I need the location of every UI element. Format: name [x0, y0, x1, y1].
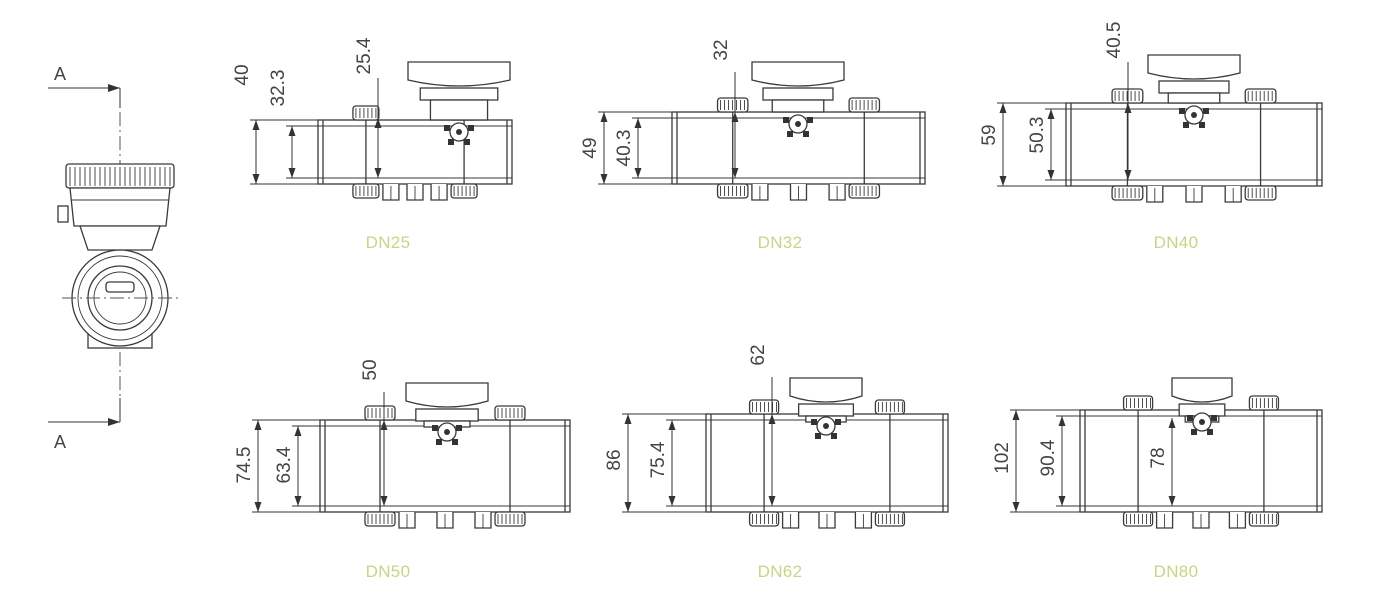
section-label-top: A: [54, 64, 66, 84]
view-caption-dn80: DN80: [1153, 562, 1199, 581]
pipe-body: [317, 119, 513, 185]
section-marker-top: A: [48, 64, 121, 108]
dim-inner-height: 25.4: [354, 37, 375, 74]
pipe-view-dn25: 40 32.3 25.4: [232, 37, 513, 201]
pipe-view-dn62: 86 75.4 62: [604, 344, 949, 529]
view-caption-dn25: DN25: [365, 233, 411, 252]
meter-head: [407, 61, 511, 87]
dim-outer-height: 74.5: [234, 447, 255, 484]
meter-head: [1147, 54, 1241, 80]
pipe-view-dn32: 49 40.3 32: [580, 39, 926, 201]
section-label-bottom: A: [54, 432, 66, 452]
view-caption-dn40: DN40: [1153, 233, 1199, 252]
dim-inner-height: 78: [1148, 447, 1169, 468]
pipe-view-dn40: 59 50.3 40.5: [979, 22, 1323, 203]
pipe-view-dn50: 74.5 63.4 50: [234, 359, 571, 529]
dim-outer-height: 49: [580, 137, 601, 158]
dim-inner-height: 62: [748, 344, 769, 365]
meter-head: [1171, 377, 1233, 403]
dim-bore-height: 63.4: [274, 446, 295, 483]
dim-bore-height: 32.3: [268, 70, 289, 107]
body-end-view: [62, 249, 178, 349]
section-marker-bottom: A: [48, 398, 121, 452]
dim-outer-height: 102: [992, 442, 1013, 474]
view-caption-dn50: DN50: [365, 562, 411, 581]
dim-bore-height: 75.4: [648, 441, 669, 478]
view-caption-dn32: DN32: [757, 233, 803, 252]
meter-head: [751, 61, 845, 87]
dim-inner-height: 50: [360, 359, 381, 380]
pipe-view-dn80: 102 90.4 78: [992, 377, 1323, 529]
dim-outer-height: 86: [604, 449, 625, 470]
dim-outer-height: 59: [979, 124, 1000, 145]
register-head: [57, 163, 175, 251]
dim-bore-height: 90.4: [1038, 439, 1059, 476]
dim-bore-height: 40.3: [614, 130, 635, 167]
meter-head: [789, 377, 863, 403]
meter-head: [405, 382, 489, 408]
view-caption-dn62: DN62: [757, 562, 803, 581]
dim-outer-height: 40: [232, 64, 253, 85]
dim-bore-height: 50.3: [1027, 117, 1048, 154]
dim-inner-height: 40.5: [1104, 22, 1125, 59]
dim-inner-height: 32: [711, 39, 732, 60]
side-view: A A: [48, 64, 178, 452]
